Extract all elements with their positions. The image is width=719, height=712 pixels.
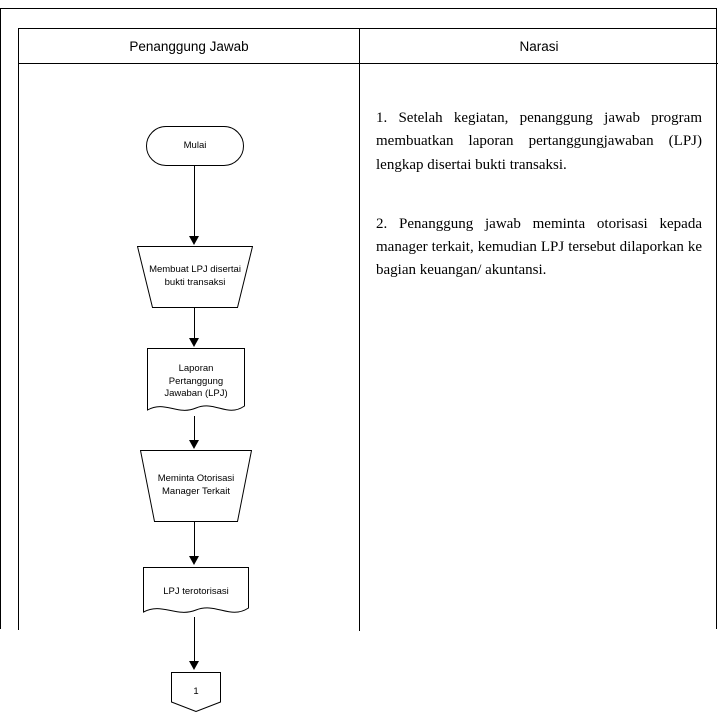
flow-node-laporan-pertanggungjawaban[interactable]: Laporan Pertanggung Jawaban (LPJ) bbox=[147, 348, 245, 416]
narration-item-1: 1. Setelah kegiatan, penanggung jawab pr… bbox=[376, 110, 702, 173]
document-shape bbox=[147, 348, 245, 411]
document-shape-2 bbox=[143, 567, 249, 613]
flow-node-meminta-otorisasi[interactable]: Meminta Otorisasi Manager Terkait bbox=[140, 450, 252, 522]
flow-node-start[interactable]: Mulai bbox=[146, 126, 244, 166]
edge-otorisasi-to-terotorisasi bbox=[194, 522, 195, 556]
flowchart-table: Penanggung Jawab Mulai Membuat LPJ diser… bbox=[18, 28, 718, 712]
flow-node-lpj-terotorisasi-label: LPJ terotorisasi bbox=[163, 585, 229, 597]
page-border bbox=[0, 8, 717, 629]
edge-arrow-1 bbox=[189, 236, 199, 245]
narration-item-2: 2. Penanggung jawab meminta otorisasi ke… bbox=[376, 215, 702, 279]
column-header-penanggung-jawab: Penanggung Jawab bbox=[19, 29, 359, 64]
edge-laporan-to-otorisasi bbox=[194, 416, 195, 440]
edge-membuat-lpj-to-laporan bbox=[194, 308, 195, 338]
edge-arrow-2 bbox=[189, 338, 199, 347]
flow-node-meminta-otorisasi-label: Meminta Otorisasi Manager Terkait bbox=[157, 473, 235, 497]
edge-arrow-3 bbox=[189, 440, 199, 449]
column-penanggung-jawab: Penanggung Jawab Mulai Membuat LPJ diser… bbox=[19, 29, 360, 712]
flow-node-connector-1-label: 1 bbox=[193, 685, 199, 697]
flow-node-membuat-lpj-label: Membuat LPJ disertai bukti transaksi bbox=[149, 264, 241, 288]
column-header-narasi: Narasi bbox=[360, 29, 718, 64]
flow-node-start-label: Mulai bbox=[183, 139, 207, 151]
flow-node-lpj-terotorisasi[interactable]: LPJ terotorisasi bbox=[143, 567, 249, 617]
manual-operation-shape-2 bbox=[140, 450, 252, 522]
edge-start-to-membuat-lpj bbox=[194, 166, 195, 236]
manual-operation-shape bbox=[137, 246, 253, 308]
flow-node-membuat-lpj[interactable]: Membuat LPJ disertai bukti transaksi bbox=[137, 246, 253, 308]
flow-node-connector-1[interactable]: 1 bbox=[171, 672, 221, 712]
edge-arrow-4 bbox=[189, 556, 199, 565]
edge-arrow-5 bbox=[189, 661, 199, 670]
edge-terotorisasi-to-connector bbox=[194, 617, 195, 661]
terminator-shape bbox=[146, 126, 244, 166]
flowchart-canvas: Mulai Membuat LPJ disertai bukti transak… bbox=[19, 64, 360, 712]
flow-node-laporan-label: Laporan Pertanggung Jawaban (LPJ) bbox=[164, 362, 228, 400]
column-narasi: Narasi 1. Setelah kegiatan, penanggung j… bbox=[360, 29, 718, 631]
narration-body: 1. Setelah kegiatan, penanggung jawab pr… bbox=[360, 64, 718, 283]
